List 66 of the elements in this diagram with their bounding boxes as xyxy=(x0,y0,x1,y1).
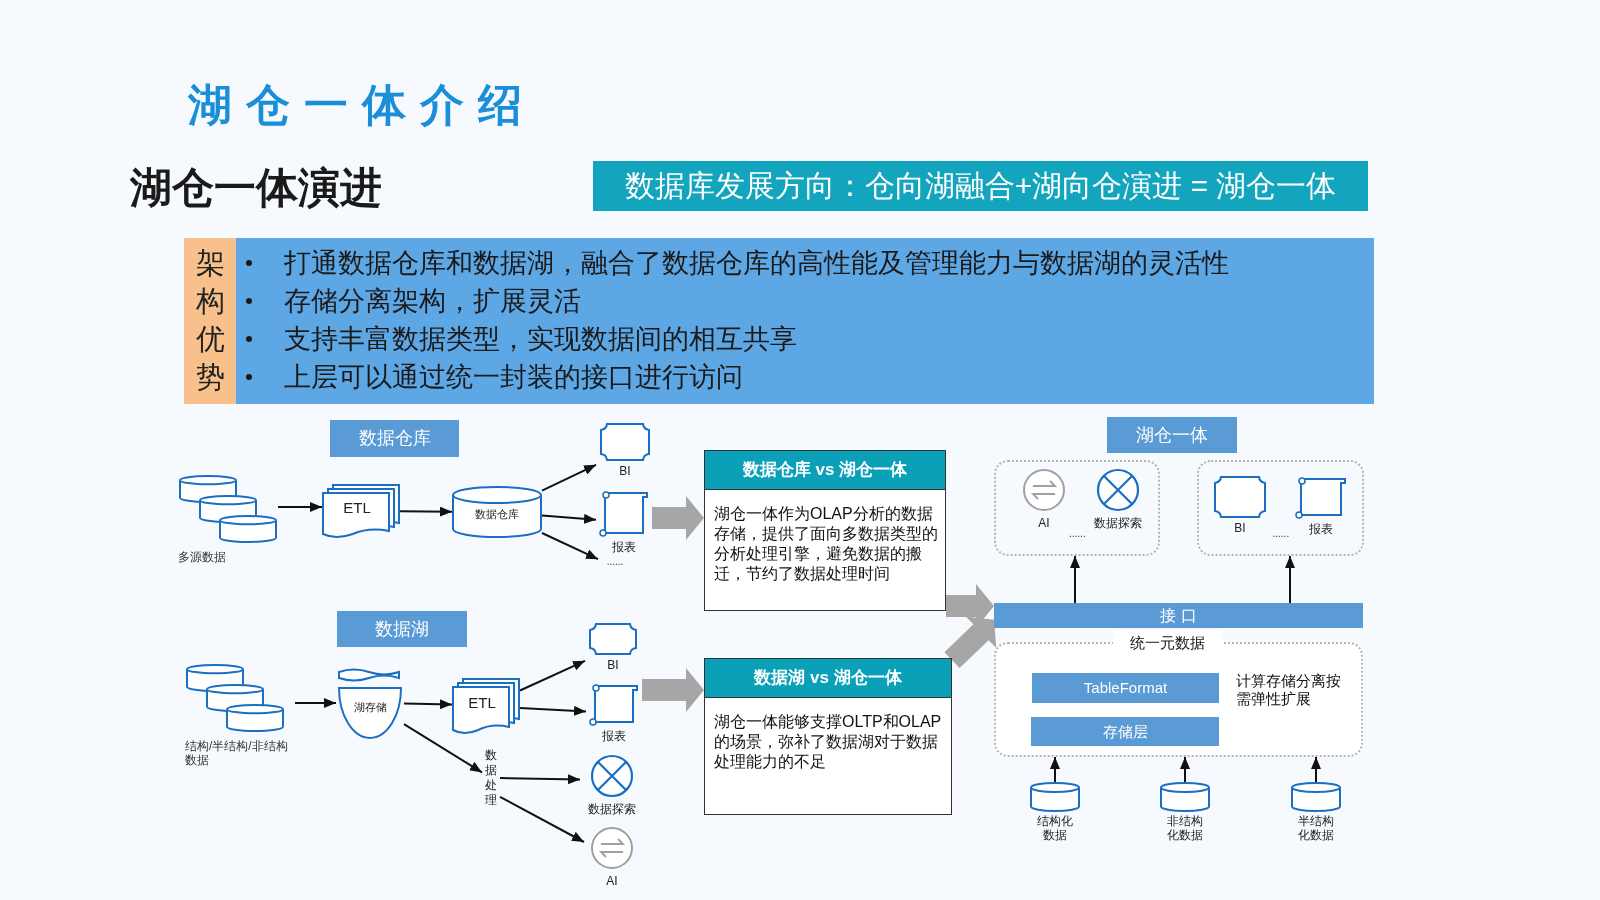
icon-caption: 非结构化数据 xyxy=(1166,814,1204,842)
ellipsis-label: ...... xyxy=(1069,528,1086,540)
arrow xyxy=(541,463,597,492)
comparison-card xyxy=(704,658,952,815)
icon-label: ETL xyxy=(342,499,372,517)
bullet-text: 存储分离架构，扩展灵活 xyxy=(284,286,581,316)
icon-caption: AI xyxy=(1037,516,1051,530)
arrow xyxy=(1180,756,1190,783)
section-header: 数据仓库 xyxy=(330,420,459,457)
arrow xyxy=(499,795,585,843)
icon-label: ETL xyxy=(467,694,497,712)
icon-caption: 报表 xyxy=(611,540,637,554)
layer-bar: 存储层 xyxy=(1031,717,1219,746)
arrow xyxy=(1311,756,1321,783)
section-title: 湖仓一体演进 xyxy=(130,163,382,213)
section-header: 湖仓一体 xyxy=(1107,417,1237,453)
icon-caption: 报表 xyxy=(1308,522,1334,536)
bullet-text: 支持丰富数据类型，实现数据间的相互共享 xyxy=(284,324,797,354)
bullet-text: 打通数据仓库和数据湖，融合了数据仓库的高性能及管理能力与数据湖的灵活性 xyxy=(284,248,1229,278)
block-arrow xyxy=(944,616,997,669)
card-text: 湖仓一体能够支撑OLTP和OLAP的场景，弥补了数据湖对于数据处理能力的不足 xyxy=(713,712,943,772)
block-arrow xyxy=(652,496,704,540)
icon-caption: AI xyxy=(605,874,619,888)
dotted-group xyxy=(1197,460,1364,556)
arrow xyxy=(1070,555,1080,604)
card-header: 数据湖 vs 湖仓一体 xyxy=(705,659,951,698)
arrow xyxy=(541,532,599,561)
comparison-card xyxy=(704,450,946,611)
arrow xyxy=(1050,756,1060,783)
icon-caption: 数据探索 xyxy=(1093,516,1143,530)
side-label: 架构优势 xyxy=(184,238,236,404)
icon-label: 数据仓库 xyxy=(474,508,520,521)
arrow xyxy=(294,698,337,708)
page-title: 湖仓一体介绍 xyxy=(188,79,536,131)
arrow xyxy=(277,502,323,512)
icon-caption: 结构化数据 xyxy=(1036,814,1074,842)
ellipsis-label: ...... xyxy=(1272,528,1290,540)
icon-caption: 结构/半结构/非结构数据 xyxy=(185,739,289,767)
icon-caption: 半结构化数据 xyxy=(1297,814,1335,842)
card-header: 数据仓库 vs 湖仓一体 xyxy=(705,451,945,490)
interface-bar: 接 口 xyxy=(994,603,1363,628)
arrow xyxy=(519,705,587,716)
dotted-group xyxy=(994,460,1160,556)
icon-caption: 多源数据 xyxy=(178,550,227,564)
arrow xyxy=(541,513,597,524)
group-note: 计算存储分离按需弹性扩展 xyxy=(1236,672,1342,708)
arrow xyxy=(1285,555,1295,604)
arrow xyxy=(399,506,453,517)
arrow xyxy=(519,659,586,692)
card-text: 湖仓一体作为OLAP分析的数据存储，提供了面向多数据类型的分析处理引擎，避免数据的搬迁，节约了数据处理时间 xyxy=(713,504,939,584)
arrow xyxy=(403,699,453,710)
arrow xyxy=(499,774,581,785)
bullet-text: 上层可以通过统一封装的接口进行访问 xyxy=(284,362,743,392)
banner: 数据库发展方向：仓向湖融合+湖向仓演进 = 湖仓一体 xyxy=(593,161,1368,211)
icon-label: 湖存储 xyxy=(352,701,388,714)
icon-caption: BI xyxy=(606,658,620,672)
icon-caption: BI xyxy=(1233,521,1247,535)
vertical-label: 数据处理 xyxy=(482,748,500,810)
ellipsis-label: ...... xyxy=(598,556,632,570)
block-arrow xyxy=(642,668,704,712)
arrow xyxy=(403,723,483,774)
icon-caption: 数据探索 xyxy=(587,802,637,816)
layer-bar: TableFormat xyxy=(1032,673,1219,703)
section-header: 数据湖 xyxy=(337,611,467,647)
icon-caption: 报表 xyxy=(601,729,627,743)
icon-caption: BI xyxy=(618,464,632,478)
